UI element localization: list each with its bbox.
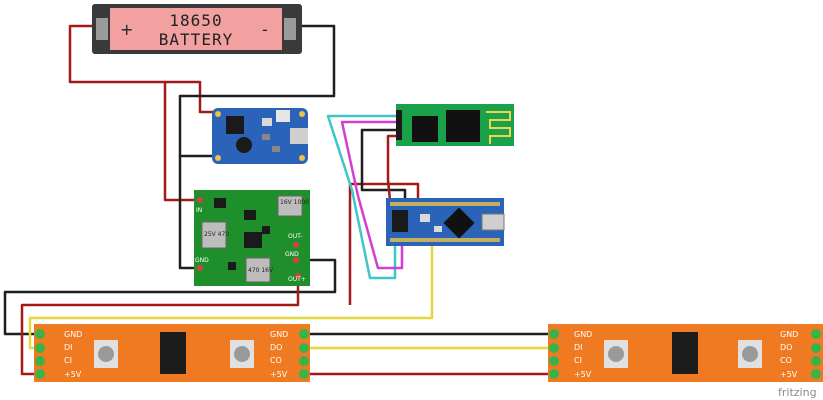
wire-strip-gnd bbox=[3, 258, 337, 336]
converter-pin-out-plus: OUT+ bbox=[288, 276, 306, 283]
strip-left-pin-gnd: GND bbox=[64, 330, 82, 339]
converter-pin-out-minus: OUT- bbox=[288, 233, 302, 240]
strip-right-pin-di: DI bbox=[574, 343, 583, 352]
strip-left-pin-co: CO bbox=[270, 356, 282, 365]
wires bbox=[3, 24, 552, 376]
fritzing-watermark: fritzing bbox=[778, 386, 817, 399]
converter-cap-bottom: 470 16V bbox=[248, 267, 274, 274]
strip-right-pin-co: CO bbox=[780, 356, 792, 365]
charger-board bbox=[212, 108, 308, 164]
wire-arduino-5v bbox=[348, 182, 420, 305]
arduino-nano bbox=[386, 198, 505, 246]
wire-data bbox=[28, 242, 434, 350]
converter-pin-gnd-left: GND bbox=[195, 257, 209, 264]
wire-bt-vcc bbox=[386, 134, 398, 201]
battery-label-line2: BATTERY bbox=[159, 30, 233, 49]
strip-left-pin-di: DI bbox=[64, 343, 73, 352]
strip-right-pin-5v-out: +5V bbox=[780, 370, 798, 379]
converter-pin-gnd-right: GND bbox=[285, 251, 299, 258]
wire-strip-5v bbox=[20, 276, 300, 376]
strip-right-pin-5v: +5V bbox=[574, 370, 592, 379]
strip-left-pin-gnd-out: GND bbox=[270, 330, 288, 339]
boost-converter: IN GND OUT- GND OUT+ 16V 1000 25V 470 47… bbox=[194, 190, 310, 286]
battery-18650: + - 18650 BATTERY bbox=[92, 4, 302, 54]
strip-left-pin-5v: +5V bbox=[64, 370, 82, 379]
led-strip-right: GND DI CI +5V GND DO CO +5V bbox=[548, 324, 823, 382]
wire-bt-tx bbox=[326, 114, 398, 280]
bluetooth-module bbox=[396, 104, 514, 146]
battery-plus-sign: + bbox=[120, 20, 133, 39]
converter-pin-in: IN bbox=[196, 207, 202, 214]
converter-cap-left: 25V 470 bbox=[204, 231, 229, 238]
strip-right-pin-do: DO bbox=[780, 343, 792, 352]
strip-right-pin-gnd: GND bbox=[574, 330, 592, 339]
wire-gnd-converter bbox=[178, 156, 196, 270]
strip-left-pin-do: DO bbox=[270, 343, 282, 352]
battery-minus-sign: - bbox=[262, 20, 268, 39]
wire-arduino-gnd bbox=[360, 128, 407, 200]
led-strip-left: GND DI CI +5V GND DO CO +5V bbox=[34, 324, 310, 382]
strip-left-pin-ci: CI bbox=[64, 356, 72, 365]
battery-label-line1: 18650 bbox=[169, 11, 222, 30]
strip-left-pin-5v-out: +5V bbox=[270, 370, 288, 379]
strip-right-pin-gnd-out: GND bbox=[780, 330, 798, 339]
wire-battery-plus bbox=[68, 24, 196, 202]
converter-cap-top: 16V 1000 bbox=[280, 199, 309, 206]
wire-battery-minus bbox=[178, 24, 336, 158]
strip-right-pin-ci: CI bbox=[574, 356, 582, 365]
wire-bt-rx bbox=[340, 120, 404, 270]
antenna-trace bbox=[486, 111, 511, 144]
